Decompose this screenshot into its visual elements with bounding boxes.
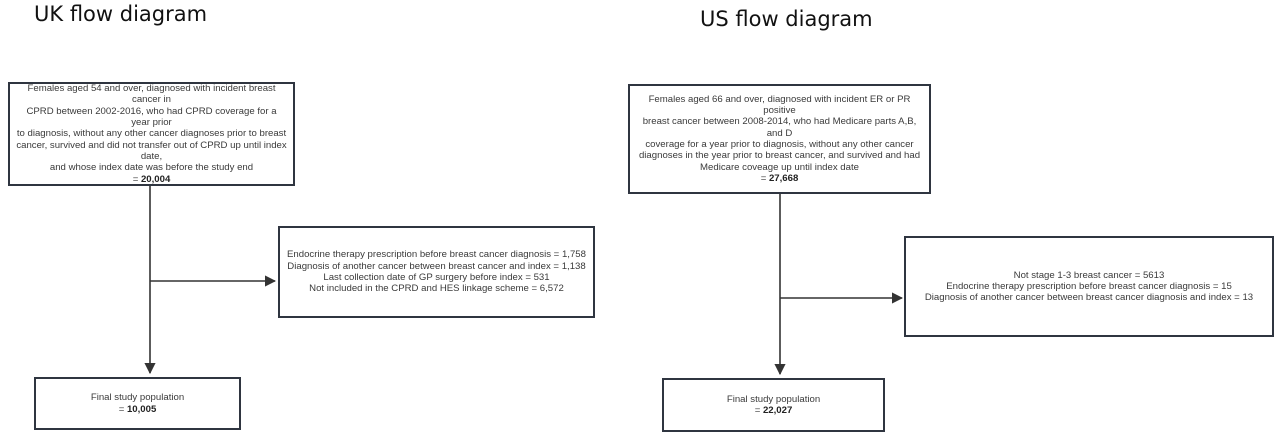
uk-final-count: 10,005 (126, 403, 157, 415)
us-final-label: Final study population (726, 393, 821, 405)
uk-final-box: Final study population = 10,005 (34, 377, 241, 430)
us-final-count-prefix: = (754, 405, 763, 416)
uk-start-count-line: = 20,004 (133, 174, 171, 185)
uk-start-line: CPRD between 2002-2016, who had CPRD cov… (26, 105, 277, 129)
us-exclusion-item: Diagnosis of another cancer between brea… (924, 292, 1254, 304)
uk-start-line: and whose index date was before the stud… (49, 162, 254, 174)
us-start-count: 27,668 (768, 172, 799, 184)
us-start-line: coverage for a year prior to diagnosis, … (645, 139, 914, 150)
uk-exclusion-item: Endocrine therapy prescription before br… (287, 249, 586, 261)
uk-start-count: 20,004 (140, 173, 171, 185)
us-exclusion-box: Not stage 1-3 breast cancer = 5613 Endoc… (904, 236, 1274, 337)
uk-exclusion-item: Last collection date of GP surgery befor… (323, 272, 550, 283)
uk-diagram-title: UK flow diagram (34, 2, 208, 26)
us-start-count-prefix: = (760, 172, 769, 184)
uk-start-line: cancer, survived and did not transfer ou… (16, 139, 287, 162)
uk-start-line: to diagnosis, without any other cancer d… (16, 128, 287, 140)
us-start-box: Females aged 66 and over, diagnosed with… (628, 84, 931, 194)
us-start-line: Females aged 66 and over, diagnosed with… (648, 93, 911, 117)
uk-start-box: Females aged 54 and over, diagnosed with… (8, 82, 295, 186)
uk-final-label: Final study population (90, 392, 185, 404)
us-start-line: diagnoses in the year prior to breast ca… (638, 150, 921, 162)
us-exclusion-item: Endocrine therapy prescription before br… (946, 280, 1232, 292)
us-start-line: breast cancer between 2008-2014, who had… (642, 116, 917, 139)
uk-exclusion-item: Diagnosis of another cancer between brea… (287, 260, 586, 272)
uk-start-line: Females aged 54 and over, diagnosed with… (27, 83, 276, 106)
uk-final-count-prefix: = (118, 403, 127, 415)
uk-start-count-prefix: = (132, 173, 141, 185)
uk-exclusion-box: Endocrine therapy prescription before br… (278, 226, 595, 318)
us-start-count-line: = 27,668 (761, 173, 799, 184)
uk-final-count-line: = 10,005 (119, 404, 157, 415)
us-final-count-line: = 22,027 (755, 405, 793, 416)
us-exclusion-item: Not stage 1-3 breast cancer = 5613 (1013, 269, 1165, 281)
us-diagram-title: US flow diagram (700, 7, 873, 31)
us-final-box: Final study population = 22,027 (662, 378, 885, 432)
uk-exclusion-item: Not included in the CPRD and HES linkage… (309, 283, 564, 295)
us-final-count: 22,027 (762, 405, 793, 416)
us-start-line: Medicare coveage up until index date (700, 161, 859, 173)
